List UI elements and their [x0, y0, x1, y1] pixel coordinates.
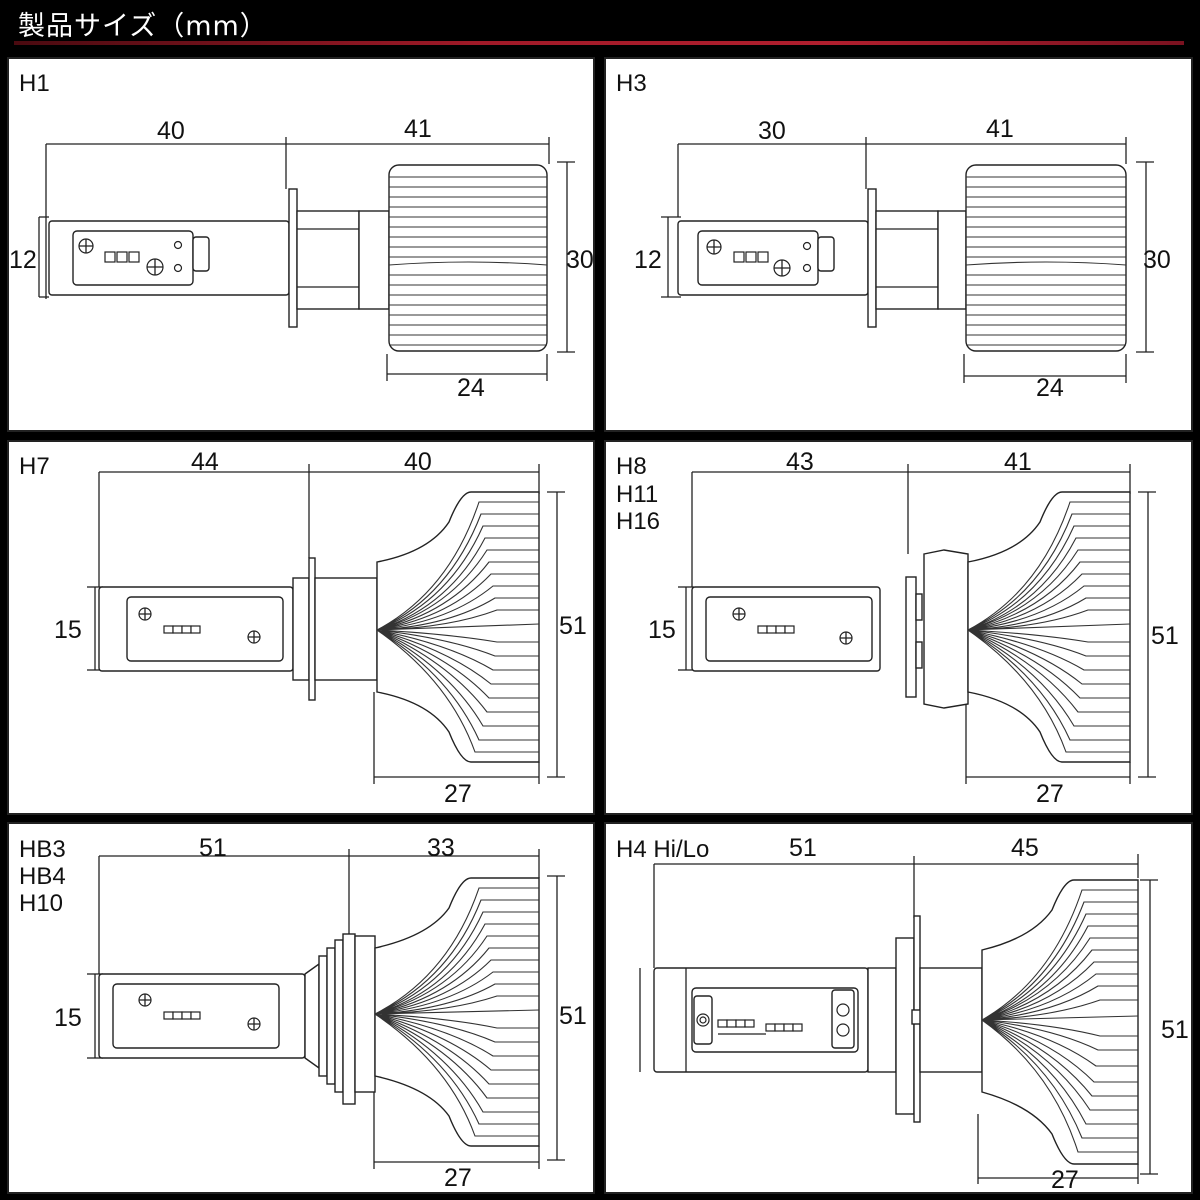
dim-right: 51 [1161, 1016, 1189, 1044]
dim-bottom: 27 [1051, 1166, 1079, 1194]
bulb-type-label: H11 [616, 481, 658, 508]
header-bar: 製品サイズ（mm） [0, 0, 1200, 50]
bulb-type-label: H3 [616, 70, 647, 97]
bulb-type-label: H4 Hi/Lo [616, 836, 709, 863]
dim-top-right: 41 [404, 115, 432, 143]
diagram-h1: H1 40 41 12 30 24 [9, 70, 594, 402]
dim-right: 51 [559, 1002, 587, 1030]
panel-h8: H8 H11 H16 43 41 15 51 27 [604, 440, 1193, 815]
dim-bottom: 27 [444, 780, 472, 808]
dim-right: 51 [1151, 622, 1179, 650]
bulb-type-label: H8 [616, 453, 647, 480]
diagram-hb3: HB3 HB4 H10 51 33 15 51 27 [19, 834, 587, 1192]
dim-top-right: 41 [986, 115, 1014, 143]
panel-h3: H3 30 41 12 30 24 [604, 57, 1193, 432]
dim-top-left: 43 [786, 448, 814, 476]
dim-bottom: 27 [444, 1164, 472, 1192]
diagram-h8: H8 H11 H16 43 41 15 51 27 [616, 448, 1179, 808]
bulb-drawing [48, 164, 548, 352]
diagram-h3: H3 30 41 12 30 24 [616, 70, 1171, 402]
dim-top-right: 33 [427, 834, 455, 862]
bulb-drawing [653, 879, 1139, 1165]
dim-top-left: 51 [789, 834, 817, 862]
dim-left: 12 [9, 246, 37, 274]
dim-right: 51 [559, 612, 587, 640]
dim-right: 30 [566, 246, 594, 274]
dim-bottom: 24 [457, 374, 485, 402]
panel-h7: H7 44 40 15 51 27 [7, 440, 595, 815]
panel-h4: H4 Hi/Lo 51 45 51 27 [604, 822, 1193, 1194]
diagram-h4: H4 Hi/Lo 51 45 51 27 [616, 834, 1189, 1194]
dim-bottom: 24 [1036, 374, 1064, 402]
bulb-type-label: H10 [19, 890, 63, 917]
panel-hb3: HB3 HB4 H10 51 33 15 51 27 [7, 822, 595, 1194]
header-accent-rule [14, 41, 1184, 45]
dim-top-right: 45 [1011, 834, 1039, 862]
dim-left: 15 [54, 1004, 82, 1032]
dim-top-left: 51 [199, 834, 227, 862]
dim-top-left: 44 [191, 448, 219, 476]
bulb-type-label: H16 [616, 508, 660, 535]
bulb-drawing [691, 491, 1131, 763]
bulb-drawing [98, 491, 540, 763]
bulb-type-label: H7 [19, 453, 50, 480]
dim-bottom: 27 [1036, 780, 1064, 808]
dim-left: 15 [648, 616, 676, 644]
panel-h1: H1 40 41 12 30 24 [7, 57, 595, 432]
dim-right: 30 [1143, 246, 1171, 274]
bulb-type-label: HB4 [19, 863, 66, 890]
dim-top-right: 41 [1004, 448, 1032, 476]
dim-top-right: 40 [404, 448, 432, 476]
dim-left: 12 [634, 246, 662, 274]
dim-top-left: 30 [758, 117, 786, 145]
bulb-drawing [98, 877, 540, 1147]
bulb-type-label: HB3 [19, 836, 66, 863]
page-title: 製品サイズ（mm） [18, 11, 268, 42]
dim-top-left: 40 [157, 117, 185, 145]
diagram-h7: H7 44 40 15 51 27 [19, 448, 587, 808]
bulb-type-label: H1 [19, 70, 50, 97]
bulb-drawing [677, 164, 1127, 352]
dim-left: 15 [54, 616, 82, 644]
